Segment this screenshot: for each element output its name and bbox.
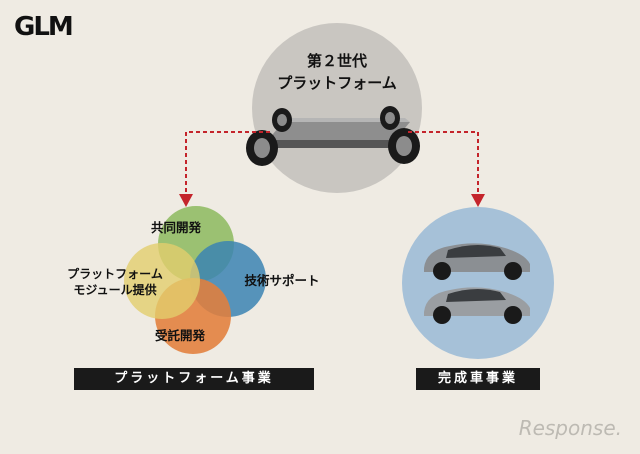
service-label-contract: 受託開発 <box>155 328 206 343</box>
platform-business-label: プラットフォーム事業 <box>74 368 314 390</box>
service-label-module-line2: モジュール提供 <box>73 282 156 297</box>
circle-platform-module <box>124 243 200 319</box>
glm-logo: GLM <box>14 12 74 42</box>
arrow-right <box>408 131 485 207</box>
service-label-module-line1: プラットフォーム <box>67 266 163 281</box>
response-watermark: Response. <box>518 416 622 440</box>
platform-title-line2: プラットフォーム <box>277 74 397 92</box>
complete-car-circle <box>402 207 554 359</box>
platform-title-line1: 第２世代 <box>307 52 367 70</box>
platform-circle <box>252 23 422 193</box>
car-image-bottom <box>424 287 530 324</box>
service-label-support: 技術サポート <box>244 273 319 288</box>
service-label-joint: 共同開発 <box>151 220 202 235</box>
platform-chassis-image <box>246 106 420 166</box>
car-image-top <box>424 243 530 280</box>
arrow-left <box>179 131 270 207</box>
complete-car-business-label: 完成車事業 <box>416 368 540 390</box>
services-venn <box>124 206 266 354</box>
